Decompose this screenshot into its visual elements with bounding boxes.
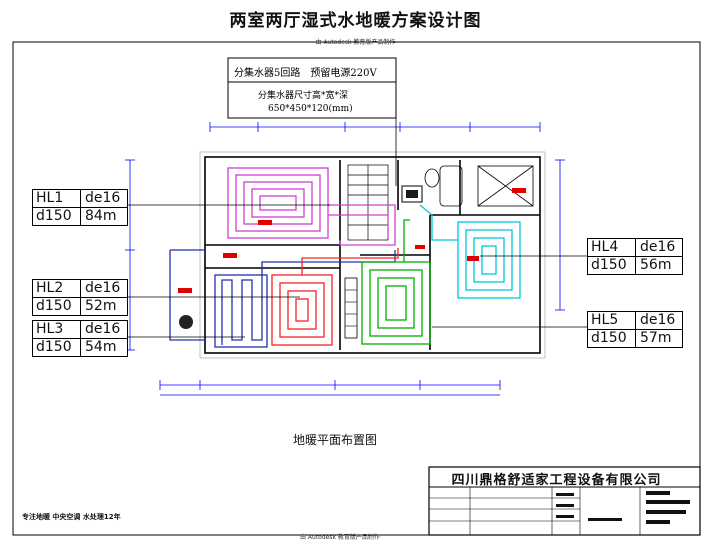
loop-length: 54m	[85, 339, 117, 355]
loop-length: 52m	[85, 298, 117, 314]
loop-spacing: d150	[33, 208, 81, 225]
title-block	[428, 466, 701, 536]
leader-lines	[126, 96, 587, 338]
spec-line-3: 650*450*120(mm)	[268, 104, 353, 114]
floor-plan-walls	[204, 156, 541, 354]
loop-spacing: d150	[588, 257, 636, 274]
loop-id: HL2	[33, 280, 81, 297]
plant-symbol	[179, 315, 193, 329]
company-name: 四川鼎格舒适家工程设备有限公司	[451, 473, 662, 488]
heating-loop-hl4	[419, 204, 521, 299]
page-title: 两室两厅湿式水地暖方案设计图	[229, 11, 482, 31]
loop-pipe: de16	[640, 239, 676, 255]
dimension-lines	[125, 122, 565, 396]
bottom-note: 由 Autodesk 教育版产品制作	[300, 534, 380, 541]
loop-pipe: de16	[640, 312, 676, 328]
ac-grille-lines	[345, 289, 357, 327]
stairs	[347, 164, 389, 241]
loop-pipe: de16	[85, 190, 121, 206]
heating-loop-hl1	[227, 167, 396, 246]
bathroom-fixtures	[424, 165, 534, 207]
loop-pipe: de16	[85, 280, 121, 296]
loop-spacing: d150	[33, 298, 81, 315]
loop-length: 56m	[640, 257, 672, 273]
loop-pipe: de16	[85, 321, 121, 337]
loop-spacing: d150	[33, 339, 81, 356]
title-block-fills	[556, 491, 690, 524]
plan-caption: 地暖平面布置图	[293, 433, 378, 447]
drawing-frame	[12, 41, 701, 536]
loop-id: HL4	[588, 239, 636, 256]
plan-outline	[199, 151, 546, 359]
loop-length: 57m	[640, 330, 672, 346]
company-slogan: 专注地暖 中央空调 水处理12年	[22, 513, 121, 521]
loop-id: HL5	[588, 312, 636, 329]
heating-loop-hl5	[361, 219, 431, 345]
heating-loop-hl2	[169, 249, 396, 348]
loop-spacing: d150	[588, 330, 636, 347]
spec-line-2: 分集水器尺寸高*宽*深	[258, 91, 349, 101]
spec-line-1: 分集水器5回路 预留电源220V	[234, 68, 377, 79]
ac-grille	[344, 277, 358, 339]
heating-loop-hl3	[271, 248, 399, 346]
manifold-core	[406, 190, 418, 198]
loop-length: 84m	[85, 208, 117, 224]
loop-id: HL1	[33, 190, 81, 207]
spec-box	[227, 57, 397, 119]
loop-id: HL3	[33, 321, 81, 338]
autodesk-note: 由 Autodesk 教育版产品制作	[315, 39, 396, 46]
red-markers	[178, 188, 526, 293]
